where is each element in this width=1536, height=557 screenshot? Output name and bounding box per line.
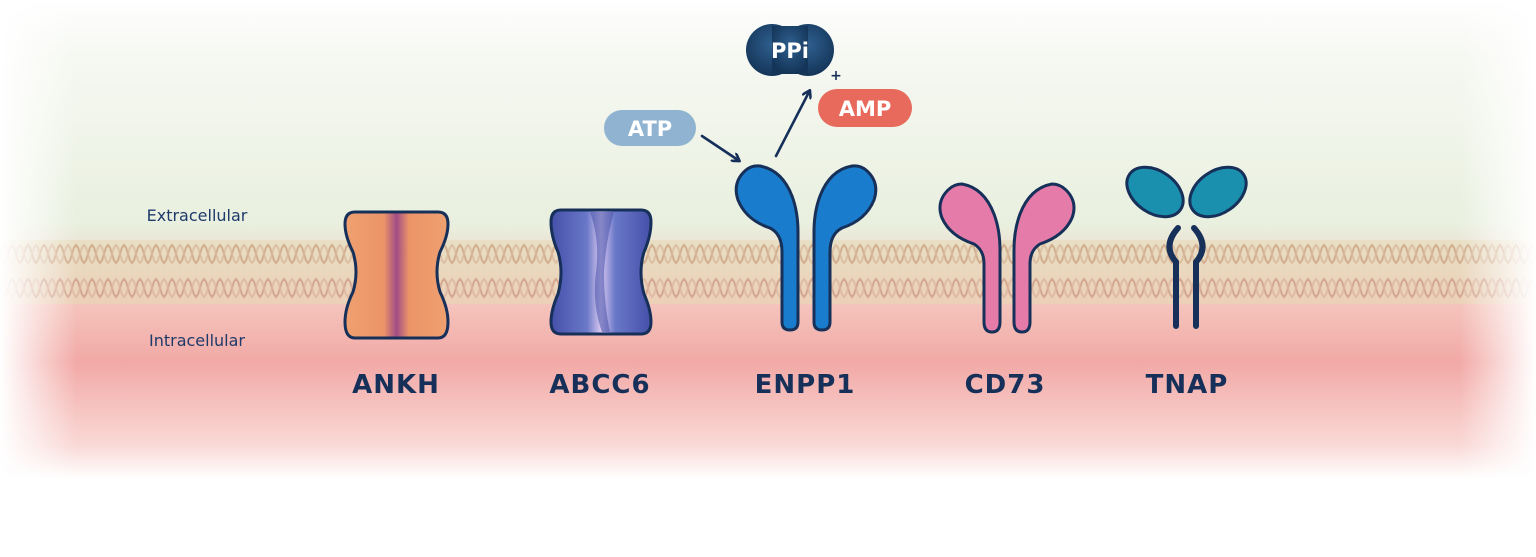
- ppi-molecule: PPi: [746, 24, 834, 76]
- amp-molecule: AMP: [818, 89, 912, 127]
- amp-label: AMP: [839, 97, 892, 121]
- cd73-label: CD73: [965, 370, 1046, 400]
- atp-to-enpp1-arrow: [700, 134, 738, 160]
- tnap-protein: [1125, 165, 1248, 329]
- abcc6-protein: [549, 208, 653, 336]
- ankh-protein: [343, 210, 450, 340]
- cd73-protein: [938, 182, 1076, 334]
- intracellular-label: Intracellular: [149, 331, 245, 350]
- plus-sign: +: [830, 68, 842, 84]
- ppi-label: PPi: [771, 39, 809, 63]
- atp-label: ATP: [628, 117, 672, 141]
- abcc6-label: ABCC6: [549, 370, 650, 400]
- extracellular-label: Extracellular: [147, 206, 248, 225]
- enpp1-to-products-arrow: [774, 92, 809, 158]
- ankh-label: ANKH: [352, 370, 440, 400]
- atp-molecule: ATP: [604, 110, 696, 146]
- tnap-label: TNAP: [1146, 370, 1229, 400]
- enpp1-label: ENPP1: [755, 370, 856, 400]
- enpp1-protein: [734, 164, 878, 332]
